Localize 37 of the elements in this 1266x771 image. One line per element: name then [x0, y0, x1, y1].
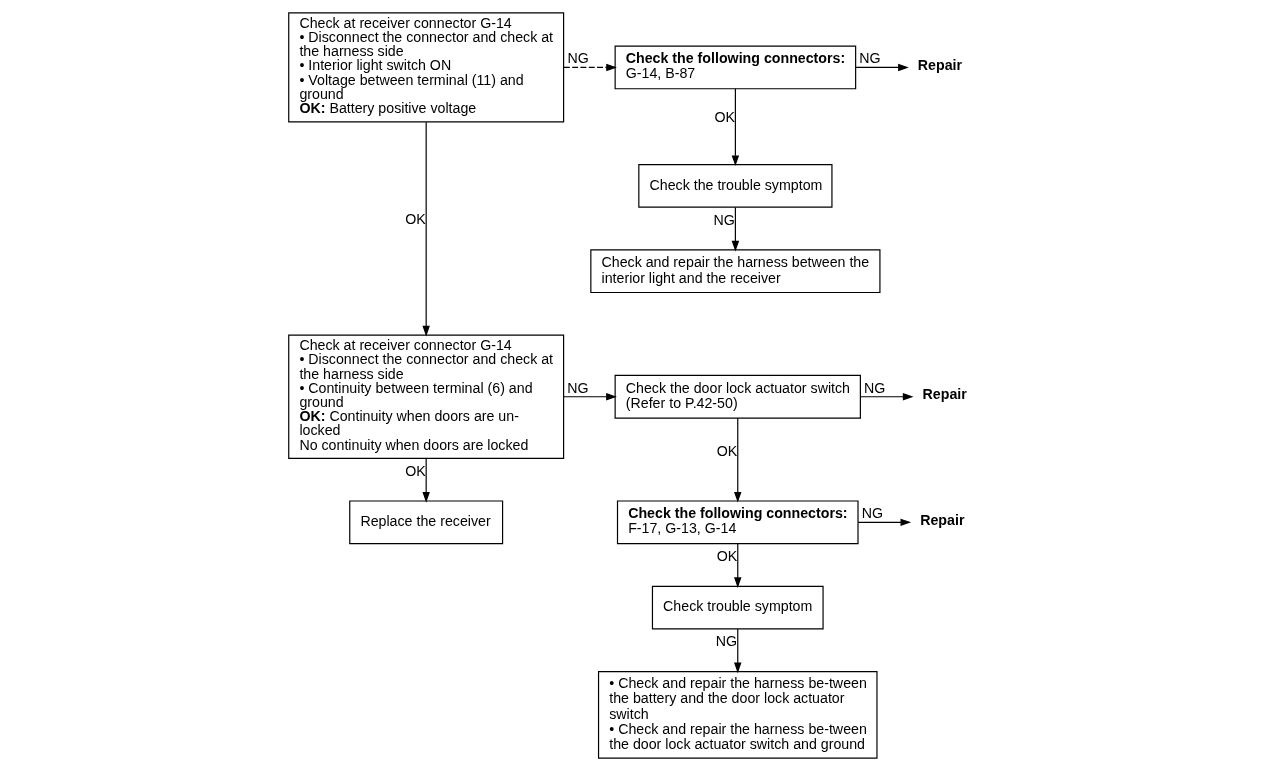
arrow — [857, 518, 911, 527]
arrow — [859, 393, 913, 401]
node-box: Check the door lock actuator switch (Refer to P.42-50) — [614, 374, 861, 419]
node-box: Check at receiver connector G-14 • Disconnect the connector and check at the harness side • Continuity between terminal (6) and ground OK: Continuity when doors are un-locked No continuity when doors are locked — [287, 334, 564, 459]
node-text: Repair — [917, 56, 962, 73]
edge-label: NG — [715, 633, 737, 650]
edge-label: OK — [404, 211, 426, 228]
node-box: Replace the receiver — [348, 500, 503, 545]
arrow — [421, 457, 430, 503]
edge-label: NG — [861, 505, 883, 522]
arrow — [733, 417, 741, 503]
arrow — [733, 543, 741, 588]
arrow — [733, 628, 741, 674]
node-box: Check trouble symptom — [651, 585, 824, 630]
edge-label: OK — [716, 548, 737, 565]
node-box: Check at receiver connector G-14 • Disconnect the connector and check at the harness side • Interior light switch ON • Voltage between terminal (11) and ground OK: Battery positive voltage — [287, 12, 564, 123]
node-box: Check the following connectors: G-14, B-87 — [614, 45, 856, 90]
node-text: Repair — [919, 511, 964, 528]
node-box: Check the following connectors: F-17, G-13, G-14 — [616, 500, 859, 545]
node-box: Check and repair the harness between the interior light and the receiver — [589, 249, 880, 294]
edge-label: NG — [566, 50, 589, 67]
node-box: • Check and repair the harness be-tween the battery and the door lock actuator switch • Check and repair the harness be-tween the door lock actuator switch and ground — [597, 671, 878, 759]
arrow — [562, 63, 617, 72]
arrow — [854, 63, 909, 72]
edge-label: NG — [858, 50, 881, 67]
node-box: Check the trouble symptom — [637, 163, 833, 208]
edge-label: OK — [404, 462, 426, 479]
arrow — [562, 393, 617, 401]
edge-label: NG — [863, 379, 885, 396]
edge-label: NG — [712, 211, 735, 228]
edge-label: OK — [716, 442, 737, 459]
node-text: Repair — [922, 386, 967, 403]
arrow — [731, 206, 739, 252]
edge-label: OK — [713, 109, 735, 126]
arrow — [731, 88, 739, 167]
arrow — [421, 121, 430, 337]
edge-label: NG — [566, 379, 589, 396]
